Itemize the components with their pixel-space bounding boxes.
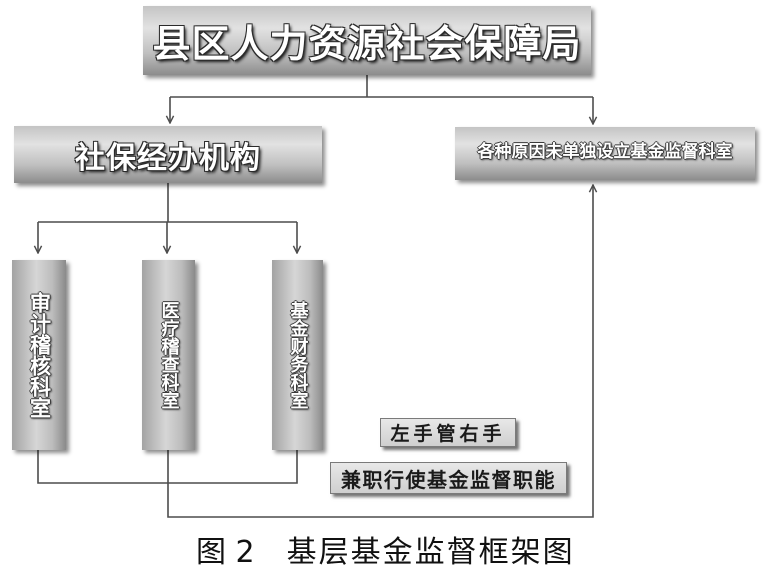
annotation-label: 左手管右手 xyxy=(390,423,506,445)
root-node-label: 县区人力资源社会保障局 xyxy=(152,22,582,66)
department-node: 审计稽核科室 xyxy=(12,260,66,450)
annotation-box: 左手管右手 xyxy=(380,418,516,447)
left-branch-label: 社保经办机构 xyxy=(75,140,261,176)
department-label: 医疗稽查科室 xyxy=(158,301,180,409)
annotation-box: 兼职行使基金监督职能 xyxy=(330,462,567,494)
department-label: 基金财务科室 xyxy=(287,301,309,409)
annotation-label: 兼职行使基金监督职能 xyxy=(341,467,556,492)
right-branch-node: 各种原因未单独设立基金监督科室 xyxy=(455,127,755,180)
department-node: 医疗稽查科室 xyxy=(142,260,195,450)
connector-department-2-to-right-branch xyxy=(167,185,593,518)
root-node-bureau: 县区人力资源社会保障局 xyxy=(143,6,591,75)
figure-title: 基层基金监督框架图 xyxy=(286,535,575,570)
right-branch-label: 各种原因未单独设立基金监督科室 xyxy=(477,142,733,162)
department-node: 基金财务科室 xyxy=(272,260,323,450)
department-label: 审计稽核科室 xyxy=(27,292,52,418)
figure-number: 图 2 xyxy=(196,535,255,570)
figure-caption: 图 2 基层基金监督框架图 xyxy=(196,535,575,571)
left-branch-node: 社保经办机构 xyxy=(14,126,322,183)
